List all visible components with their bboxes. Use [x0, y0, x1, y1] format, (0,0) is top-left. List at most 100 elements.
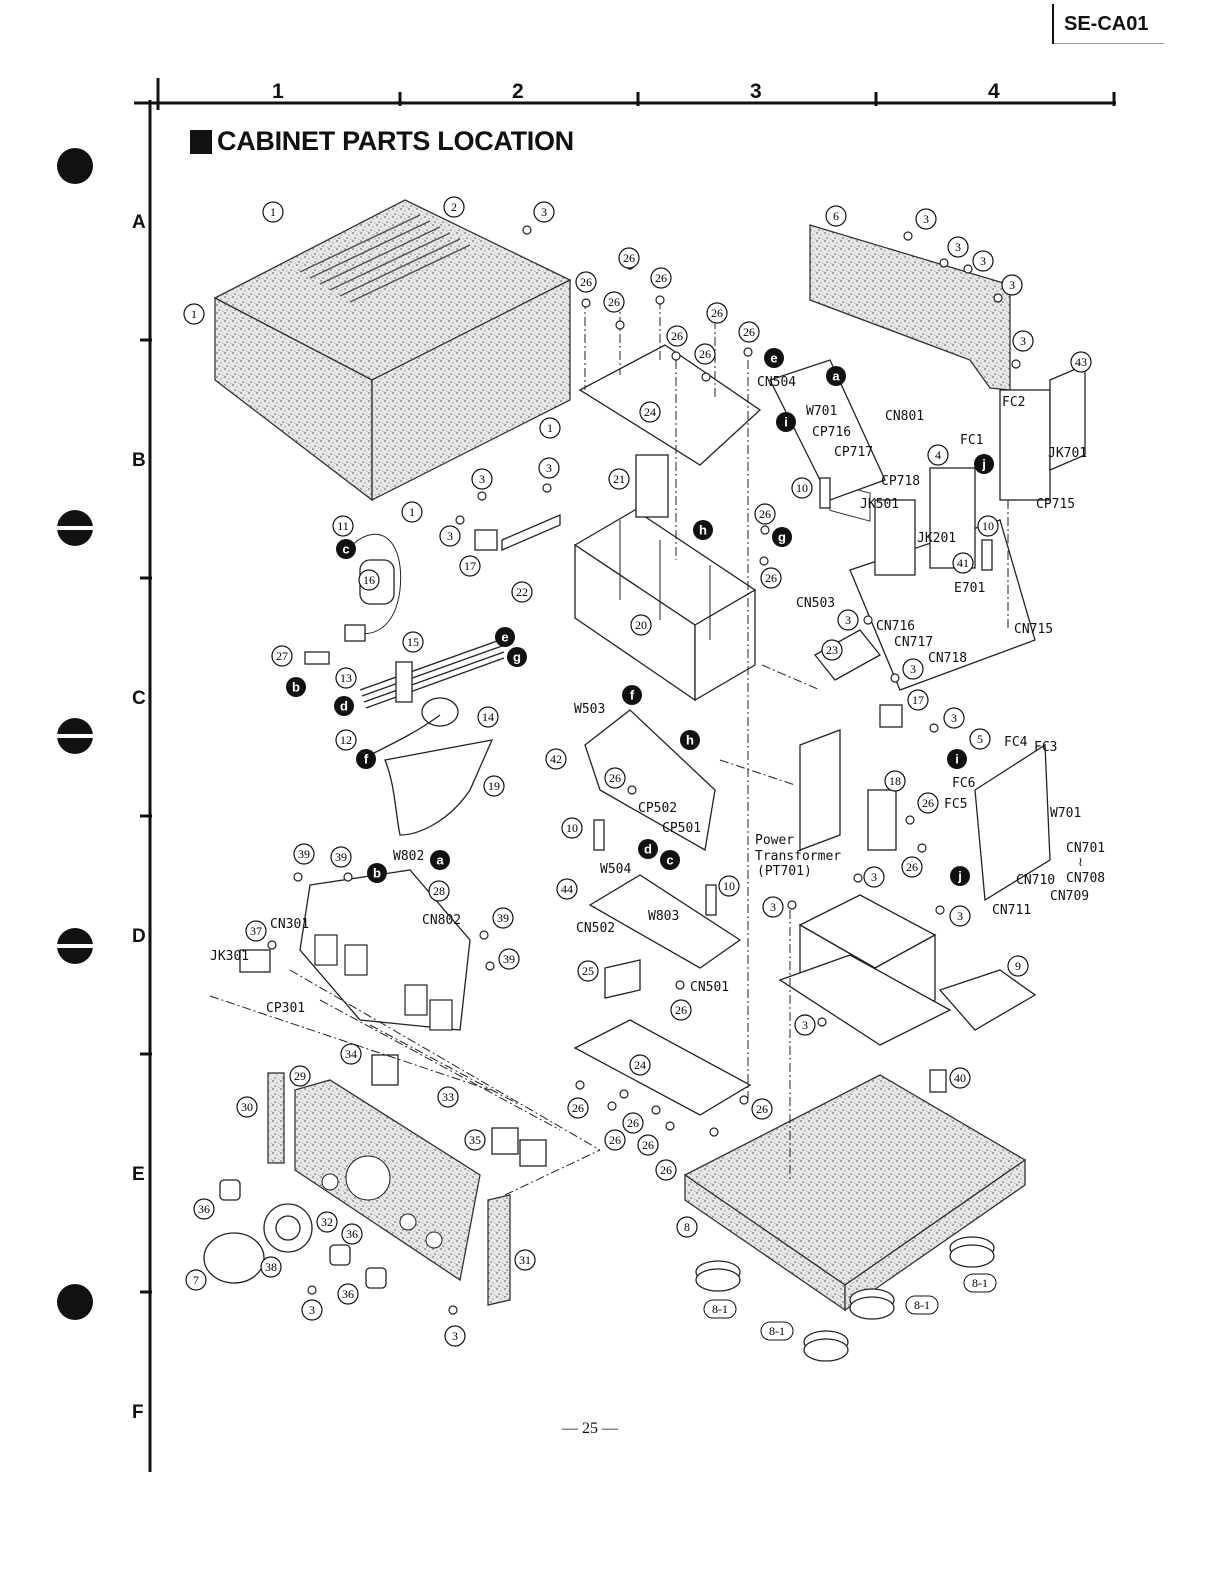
- callout-number: 26: [642, 1138, 654, 1152]
- callout: 18: [884, 770, 906, 792]
- connector-marker: b: [286, 677, 306, 697]
- connector-letter: d: [340, 699, 348, 714]
- callout-number: 10: [796, 481, 808, 495]
- upper-right-pcb: [769, 359, 1086, 691]
- callout-number: 20: [635, 618, 647, 632]
- callout-number: 41: [957, 556, 969, 570]
- callout-number: 26: [580, 275, 592, 289]
- callout-number: 3: [980, 254, 986, 268]
- label-cp717: CP717: [834, 445, 873, 460]
- callout: 3: [762, 896, 784, 918]
- callout: 11: [332, 515, 354, 537]
- callout-number: 10: [982, 519, 994, 533]
- callout: 9: [1007, 955, 1029, 977]
- label-cn711: CN711: [992, 903, 1031, 918]
- label-jk201: JK201: [917, 531, 956, 546]
- callout-number: 8: [684, 1220, 690, 1234]
- callout-number: 35: [469, 1133, 481, 1147]
- callout-number: 7: [193, 1273, 199, 1287]
- callout: 3: [949, 905, 971, 927]
- callout-number: 24: [644, 405, 656, 419]
- label-cp501: CP501: [662, 821, 701, 836]
- callout-number: 2: [451, 200, 457, 214]
- callout-number: 26: [675, 1003, 687, 1017]
- grid-column-label-2: 2: [512, 80, 524, 103]
- callout-number: 24: [634, 1058, 646, 1072]
- label-e701: E701: [954, 581, 985, 596]
- connector-letter: j: [981, 457, 986, 472]
- grid-row-label-d: D: [132, 926, 146, 947]
- callout-number: 1: [191, 307, 197, 321]
- callout: 26: [694, 343, 716, 365]
- connector-marker: f: [356, 749, 376, 769]
- callout-8-1: 8-1: [905, 1295, 939, 1315]
- callout: 22: [511, 581, 533, 603]
- callout-number: 27: [276, 649, 288, 663]
- label-cn715: CN715: [1014, 622, 1053, 637]
- callout: 3: [538, 457, 560, 479]
- callout-number: 6: [833, 209, 839, 223]
- callout-number: 3: [951, 711, 957, 725]
- connector-marker: j: [974, 454, 994, 474]
- callout-number: 43: [1075, 355, 1087, 369]
- callout-number: 3: [845, 613, 851, 627]
- connector-marker: j: [950, 866, 970, 886]
- callout: 26: [603, 291, 625, 313]
- callout: 26: [604, 1129, 626, 1151]
- callout: 8: [676, 1216, 698, 1238]
- binding-hole-icon: [56, 718, 94, 754]
- grid-row-label-b: B: [132, 450, 146, 471]
- callout-number: 11: [337, 519, 349, 533]
- callout-number: 23: [826, 643, 838, 657]
- callout-number: 14: [482, 710, 494, 724]
- callout: 13: [335, 667, 357, 689]
- callout-number: 8-1: [769, 1324, 785, 1338]
- label-cn710: CN710: [1016, 873, 1055, 888]
- label-fc4: FC4: [1004, 735, 1028, 750]
- callout-number: 3: [923, 212, 929, 226]
- callout: 10: [977, 515, 999, 537]
- label-w701-top: W701: [806, 404, 837, 419]
- chassis-box: [573, 509, 757, 702]
- connector-letter: d: [644, 842, 652, 857]
- callout: 26: [575, 271, 597, 293]
- connector-marker: f: [622, 685, 642, 705]
- grid-row-label-c: C: [132, 688, 146, 709]
- label-cn717: CN717: [894, 635, 933, 650]
- connector-marker: c: [336, 539, 356, 559]
- callout: 17: [907, 689, 929, 711]
- callout: 1: [262, 201, 284, 223]
- callout: 26: [567, 1097, 589, 1119]
- small-brackets: [371, 477, 993, 1167]
- shield-plate-top: [578, 344, 762, 466]
- label-cn503: CN503: [796, 596, 835, 611]
- callout-number: 3: [871, 870, 877, 884]
- callout-number: 8-1: [972, 1276, 988, 1290]
- connector-marker: d: [334, 696, 354, 716]
- callout-number: 26: [609, 771, 621, 785]
- callout: 26: [637, 1134, 659, 1156]
- binding-hole-icon: [57, 1284, 93, 1320]
- callout: 3: [943, 707, 965, 729]
- connector-letter: c: [666, 853, 673, 868]
- callout-number: 40: [954, 1071, 966, 1085]
- callout: 36: [193, 1198, 215, 1220]
- connector-letter: h: [686, 733, 694, 748]
- label-fc1: FC1: [960, 433, 983, 448]
- callout-number: 26: [759, 507, 771, 521]
- callout-number: 3: [447, 529, 453, 543]
- callout: 34: [340, 1043, 362, 1065]
- callout-number: 13: [340, 671, 352, 685]
- callout: 38: [260, 1256, 282, 1278]
- callout: 26: [622, 1112, 644, 1134]
- callout: 3: [837, 609, 859, 631]
- callout: 28: [428, 880, 450, 902]
- connector-marker: c: [660, 850, 680, 870]
- label-fc5: FC5: [944, 797, 967, 812]
- label-fc3: FC3: [1034, 740, 1057, 755]
- callout: 12: [335, 729, 357, 751]
- callout-number: 26: [608, 295, 620, 309]
- model-code: SE-CA01: [1052, 4, 1164, 44]
- callout-number: 1: [270, 205, 276, 219]
- callout-8-1: 8-1: [760, 1321, 794, 1341]
